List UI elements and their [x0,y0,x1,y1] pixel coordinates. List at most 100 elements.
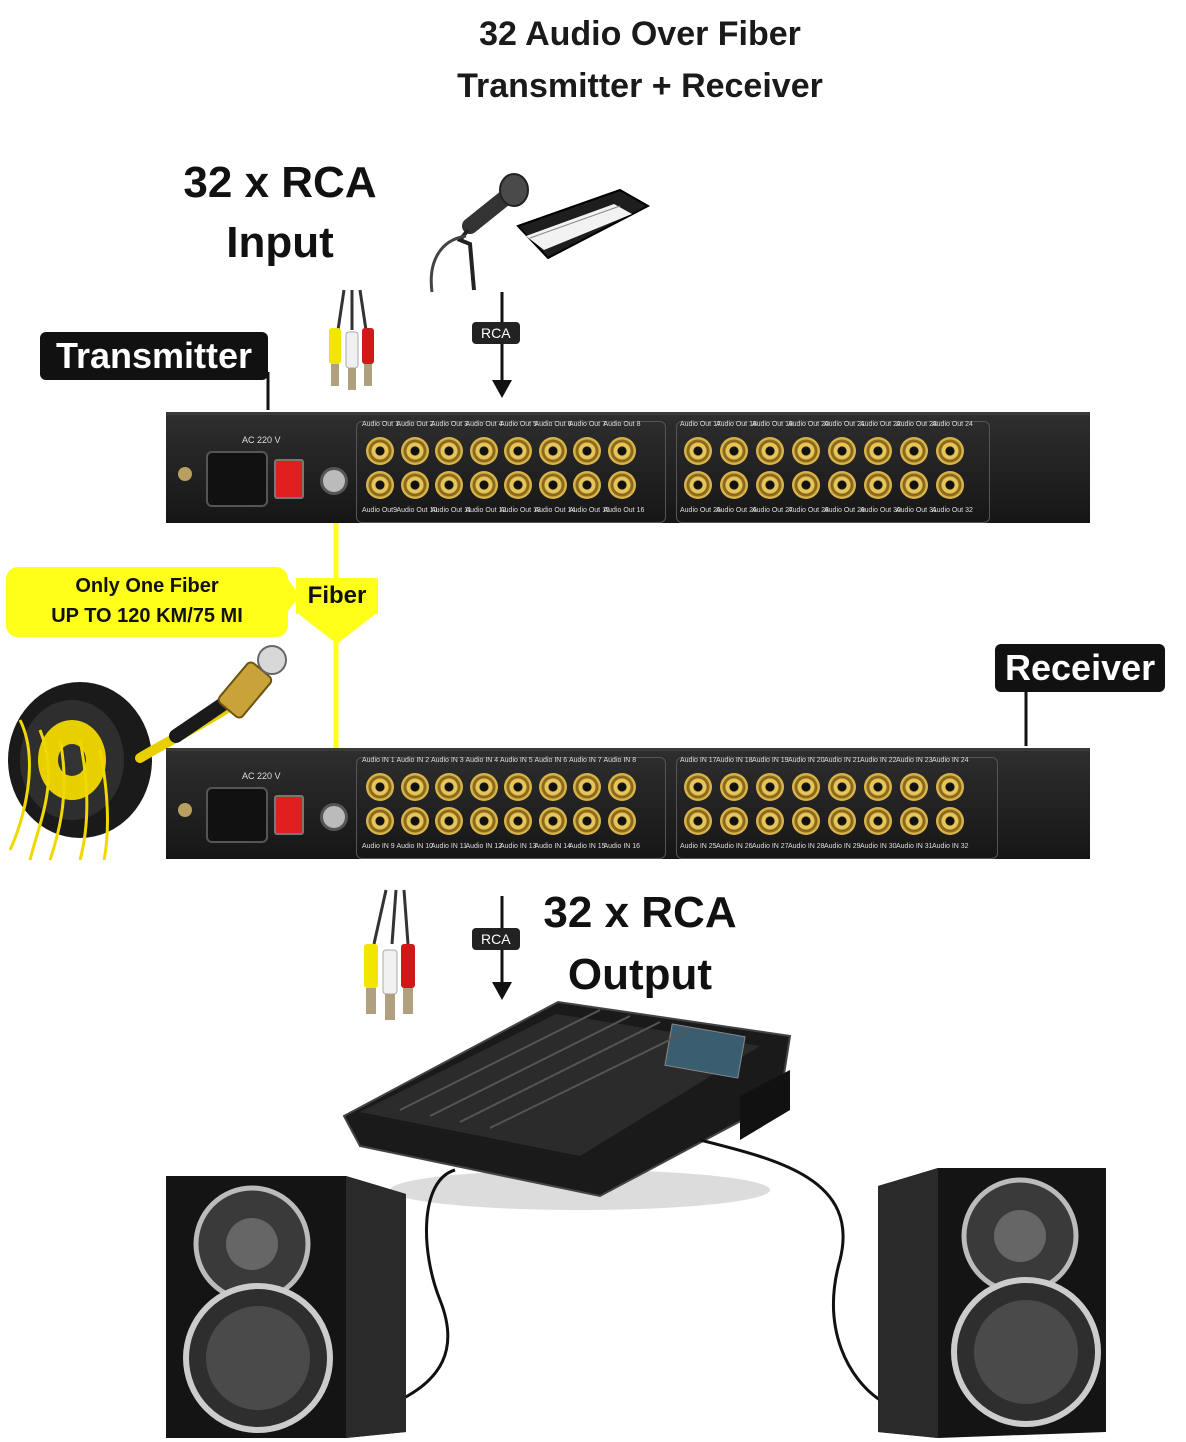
receiver-rca-jack-icon [828,807,856,835]
transmitter-rca-jack-icon [792,471,820,499]
receiver-port-label: Audio IN 22 [860,757,897,764]
receiver-port-label: Audio IN 2 [396,757,430,764]
transmitter-rca-jack-icon [504,437,532,465]
receiver-port-label: Audio IN 14 [534,843,572,850]
transmitter-port-group-1 [356,421,666,523]
rca-arrow-top-head [492,380,512,398]
receiver-rca-jack-icon [538,773,567,801]
power-inlet-icon [206,451,268,507]
transmitter-port-label: Audio Out 21 [824,421,865,428]
receiver-rca-jack-icon [900,773,928,801]
transmitter-port-label: Audio Out 19 [752,421,793,428]
receiver-rca-jack-icon [366,773,394,801]
power-switch-icon [274,459,304,499]
receiver-rca-jack-icon [538,807,567,835]
transmitter-rca-jack-icon [573,437,601,465]
transmitter-rca-jack-icon [900,471,928,499]
transmitter-port-label: Audio Out 10 [396,507,438,514]
output-heading-line1: 32 x RCA [543,888,737,937]
transmitter-rca-jack-icon [936,437,964,465]
transmitter-rca-jack-icon [720,437,748,465]
transmitter-port-label: Audio Out 11 [431,507,472,514]
receiver-rca-jack-icon [504,773,532,801]
transmitter-tag: Transmitter [40,332,269,380]
receiver-port-label: Audio IN 12 [465,843,503,850]
transmitter-port-label: Audio Out 5 [500,421,537,428]
transmitter-rca-jack-icon [504,471,532,499]
receiver-rca-jack-icon [864,807,892,835]
receiver-rca-jack-icon [400,773,429,801]
transmitter-power-label: AC 220 V [242,435,281,445]
receiver-port-label: Audio IN 17 [680,757,717,764]
receiver-port-label: Audio IN 11 [431,843,468,850]
rca-badge-bottom: RCA [472,928,520,950]
transmitter-port-label: Audio Out9 [362,507,398,514]
transmitter-port-label: Audio Out 2 [396,421,434,428]
transmitter-rca-jack-icon [936,471,964,499]
transmitter-port-label: Audio Out 17 [680,421,721,428]
receiver-rca-jack-icon [469,807,498,835]
receiver-port-label: Audio IN 20 [788,757,825,764]
transmitter-port-label: Audio Out 12 [465,507,507,514]
transmitter-rca-jack-icon [684,471,712,499]
mixing-console-icon [342,1000,792,1210]
transmitter-rca-jack-icon [538,437,567,465]
transmitter-port-label: Audio Out 7 [569,421,606,428]
receiver-rca-jack-icon [573,807,601,835]
receiver-port-group-1 [356,757,666,859]
receiver-port-label: Audio IN 7 [569,757,602,764]
transmitter-rca-jack-icon [538,471,567,499]
fiber-reel-icon [8,645,287,861]
transmitter-port-label: Audio Out 14 [534,507,576,514]
microphone-icon [429,173,529,293]
receiver-rca-jack-icon [936,807,964,835]
callout-line2: UP TO 120 KM/75 MI [51,605,243,627]
transmitter-port-label: Audio Out 24 [932,421,973,428]
transmitter-port-label: Audio Out 22 [860,421,901,428]
receiver-port-label: Audio IN 23 [896,757,933,764]
ground-screw-icon-rx [178,803,192,817]
transmitter-rca-jack-icon [792,437,820,465]
receiver-port-group-2 [676,757,998,859]
transmitter-port-label: Audio Out 13 [500,507,541,514]
receiver-rca-jack-icon [573,773,601,801]
transmitter-rca-jack-icon [828,471,856,499]
transmitter-rca-jack-icon [756,471,784,499]
fiber-pointer [296,612,378,644]
transmitter-port-label: Audio Out 15 [569,507,610,514]
transmitter-rca-jack-icon [573,471,601,499]
transmitter-port-label: Audio Out 28 [788,507,829,514]
receiver-port-label: Audio IN 3 [431,757,464,764]
transmitter-rca-jack-icon [607,437,636,465]
receiver-port-label: Audio IN 26 [716,843,753,850]
fiber-port-icon-rx [320,803,348,831]
fiber-distance-callout: Only One Fiber UP TO 120 KM/75 MI [6,567,288,637]
speaker-icon [166,1176,406,1438]
transmitter-rca-jack-icon [720,471,748,499]
receiver-rca-jack-icon [756,807,784,835]
transmitter-rca-jack-icon [684,437,712,465]
rca-arrow-bottom-head [492,982,512,1000]
receiver-power-label: AC 220 V [242,771,281,781]
receiver-port-label: Audio IN 6 [534,757,568,764]
transmitter-port-label: Audio Out 23 [896,421,937,428]
receiver-port-label: Audio IN 1 [362,757,395,764]
diagram-title-line1: 32 Audio Over Fiber [479,15,801,53]
receiver-port-label: Audio IN 29 [824,843,861,850]
receiver-rca-jack-icon [504,807,532,835]
receiver-port-label: Audio IN 27 [752,843,789,850]
receiver-port-label: Audio IN 4 [465,757,499,764]
transmitter-rca-jack-icon [400,471,429,499]
transmitter-rca-jack-icon [828,437,856,465]
receiver-port-label: Audio IN 19 [752,757,789,764]
keyboard-icon [516,188,651,260]
transmitter-port-label: Audio Out 8 [603,421,641,428]
receiver-port-label: Audio IN 30 [860,843,897,850]
transmitter-port-label: Audio Out 6 [534,421,572,428]
fiber-port-icon [320,467,348,495]
transmitter-port-label: Audio Out 27 [752,507,793,514]
receiver-port-label: Audio IN 8 [603,757,637,764]
receiver-rca-jack-icon [720,773,748,801]
transmitter-rca-jack-icon [864,471,892,499]
transmitter-port-label: Audio Out 29 [824,507,865,514]
